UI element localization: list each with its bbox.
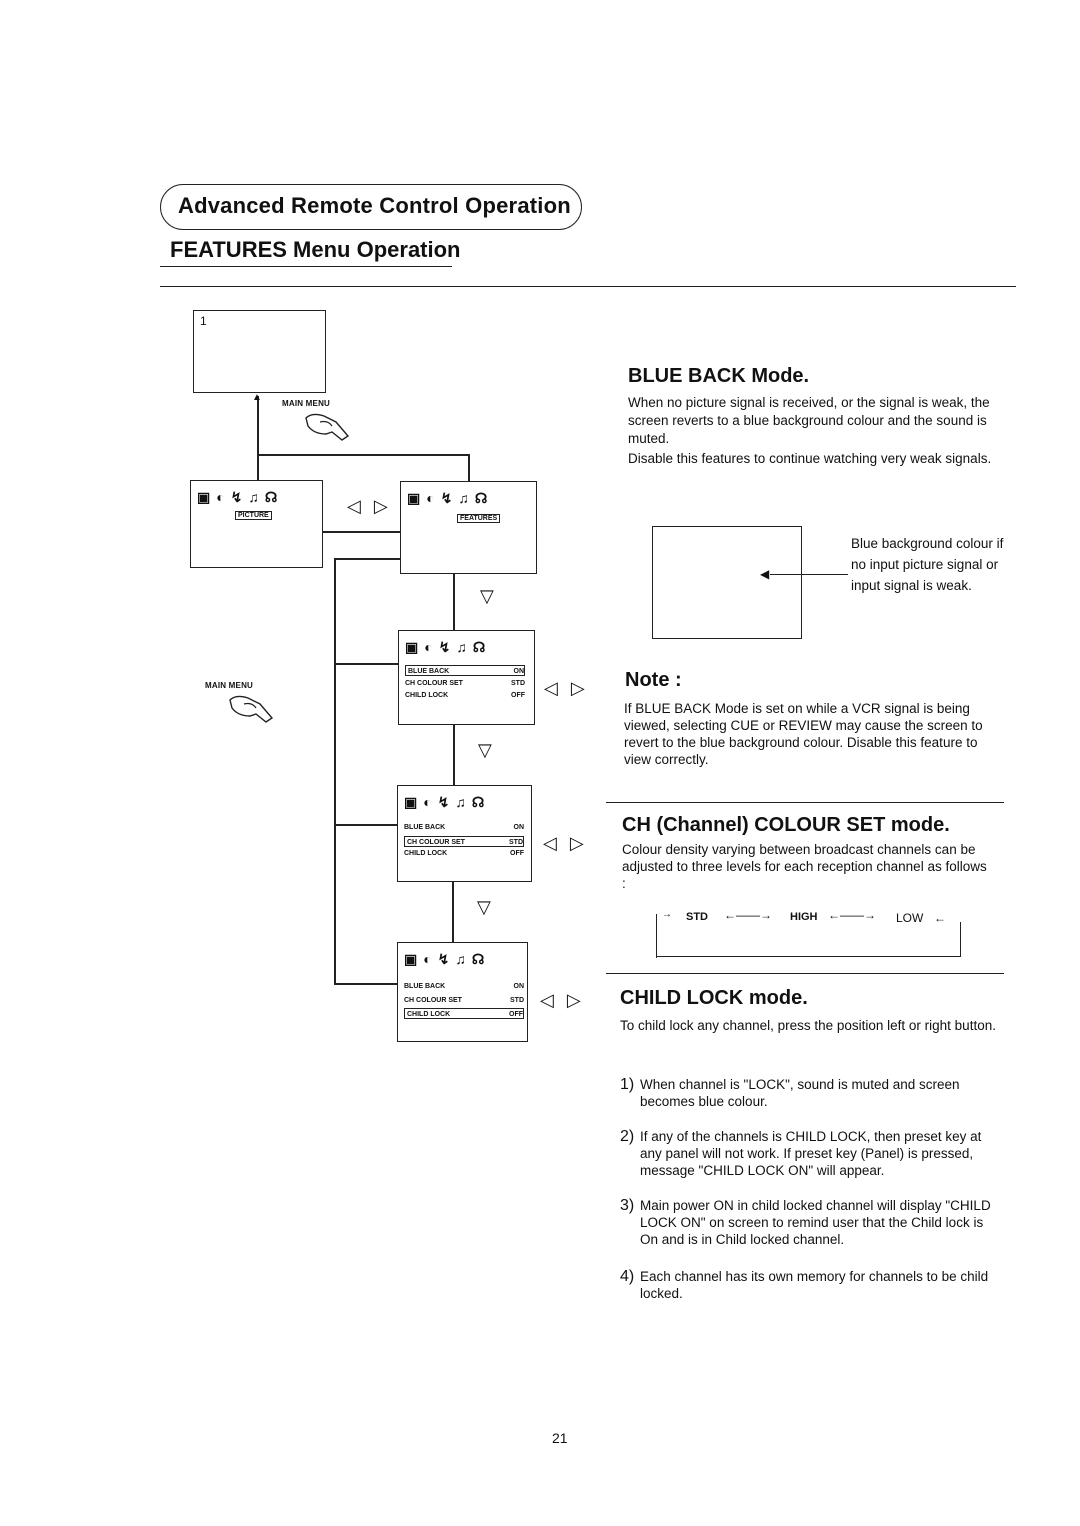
list-item: 2) If any of the channels is CHILD LOCK,…	[620, 1128, 982, 1178]
picture-tab: PICTURE	[235, 511, 272, 520]
connector	[323, 531, 401, 533]
blue-background-callout: Blue background colour if no input pictu…	[851, 536, 1004, 593]
connector	[334, 558, 336, 983]
blue-back-para-1: When no picture signal is received, or t…	[628, 395, 990, 446]
blue-background-screen	[652, 526, 802, 639]
left-right-arrows: ◁ ▷	[544, 678, 589, 698]
page-number: 21	[552, 1430, 568, 1446]
section-divider	[606, 973, 1004, 974]
level-high: HIGH	[790, 911, 818, 923]
pressing-hand-icon	[305, 413, 350, 441]
connector	[468, 454, 470, 482]
connector	[453, 725, 455, 787]
child-lock-intro: To child lock any channel, press the pos…	[620, 1018, 996, 1033]
blue-back-title: BLUE BACK Mode.	[628, 365, 810, 387]
note-text: If BLUE BACK Mode is set on while a VCR …	[624, 701, 983, 767]
left-right-arrows: ◁ ▷	[347, 496, 392, 516]
arrow-up-icon: ▲	[252, 392, 262, 403]
menu-icons: ▣◐↯♫☊	[404, 951, 491, 967]
connector	[257, 454, 469, 456]
down-arrow: ▽	[478, 740, 492, 760]
features-menu-screen: ▣◐↯♫☊ FEATURES	[400, 481, 537, 574]
header-rule	[160, 286, 1016, 287]
section-title-frame	[160, 184, 582, 230]
picture-menu-screen: ▣◐↯♫☊ PICTURE	[190, 480, 323, 568]
page-title: FEATURES Menu Operation	[170, 237, 461, 262]
down-arrow: ▽	[477, 897, 491, 917]
note-title: Note :	[625, 669, 682, 691]
blue-back-para-2: Disable this features to continue watchi…	[628, 451, 992, 466]
ch-colour-title: CH (Channel) COLOUR SET mode.	[622, 814, 950, 836]
menu-icons: ▣◐↯♫☊	[405, 639, 492, 655]
level-low: LOW	[896, 911, 924, 925]
pressing-hand-icon	[229, 695, 274, 723]
screen-number: 1	[200, 314, 207, 328]
left-right-arrows: ◁ ▷	[540, 990, 585, 1010]
section-divider	[606, 802, 1004, 803]
list-item: 3) Main power ON in child locked channel…	[620, 1197, 991, 1247]
list-item: 1) When channel is "LOCK", sound is mute…	[620, 1076, 960, 1109]
callout-line	[770, 574, 848, 576]
colour-level-cycle: → STD ←——→ HIGH ←——→ LOW ←	[656, 908, 962, 958]
tv-screen-1: 1	[193, 310, 326, 393]
connector	[334, 983, 398, 985]
connector	[452, 882, 454, 944]
arrow-left-icon: ◀	[760, 567, 770, 581]
section-title: Advanced Remote Control Operation	[178, 193, 571, 218]
connector	[257, 396, 259, 486]
main-menu-label: MAIN MENU	[205, 681, 254, 690]
connector	[453, 574, 455, 632]
title-underline	[160, 266, 452, 267]
ch-colour-text: Colour density varying between broadcast…	[622, 842, 987, 891]
menu-icons: ▣◐↯♫☊	[404, 794, 491, 810]
features-tab: FEATURES	[457, 514, 501, 523]
child-lock-title: CHILD LOCK mode.	[620, 987, 808, 1009]
list-item: 4) Each channel has its own memory for c…	[620, 1268, 989, 1301]
connector	[334, 558, 400, 560]
down-arrow: ▽	[480, 586, 494, 606]
main-menu-label: MAIN MENU	[282, 399, 331, 408]
left-right-arrows: ◁ ▷	[543, 833, 588, 853]
menu-icons: ▣◐↯♫☊	[407, 490, 494, 506]
connector	[334, 663, 400, 665]
menu-icons: ▣◐↯♫☊	[197, 489, 284, 505]
connector	[334, 824, 398, 826]
level-std: STD	[686, 911, 708, 923]
